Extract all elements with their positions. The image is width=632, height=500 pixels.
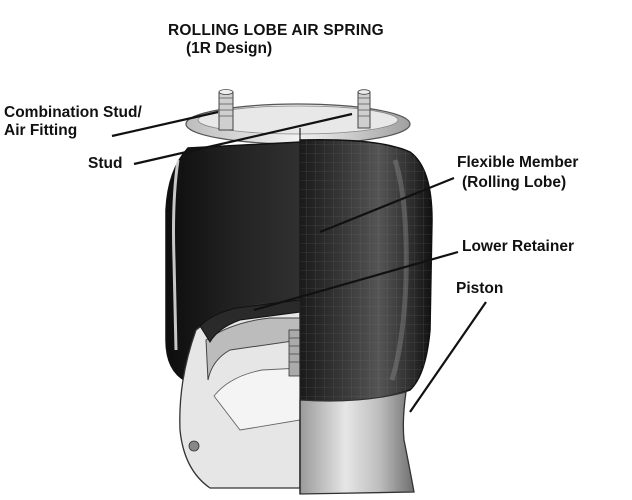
combination-stud xyxy=(218,89,234,131)
piston-cutaway xyxy=(179,303,301,489)
label-lower-retainer: Lower Retainer xyxy=(462,238,574,255)
flexible-member xyxy=(299,139,433,405)
leader-lower-retainer xyxy=(253,250,459,312)
leader-piston xyxy=(409,301,487,413)
leader-lines xyxy=(111,110,487,413)
label-combination-stud-line1: Combination Stud/ xyxy=(4,104,142,121)
diagram-subtitle: (1R Design) xyxy=(186,40,273,57)
diagram-title: ROLLING LOBE AIR SPRING xyxy=(168,22,384,39)
label-stud: Stud xyxy=(88,155,123,172)
label-flexible-member-line1: Flexible Member xyxy=(457,154,579,171)
label-combination-stud-line2: Air Fitting xyxy=(4,122,78,139)
label-flexible-member-line2: (Rolling Lobe) xyxy=(462,174,567,191)
top-bead-plate xyxy=(185,103,411,145)
leader-combination-stud xyxy=(111,110,219,138)
piston xyxy=(299,391,415,495)
label-piston: Piston xyxy=(456,280,504,297)
leader-stud xyxy=(133,112,353,166)
stud xyxy=(357,89,371,129)
leader-flexible-member xyxy=(319,176,455,234)
